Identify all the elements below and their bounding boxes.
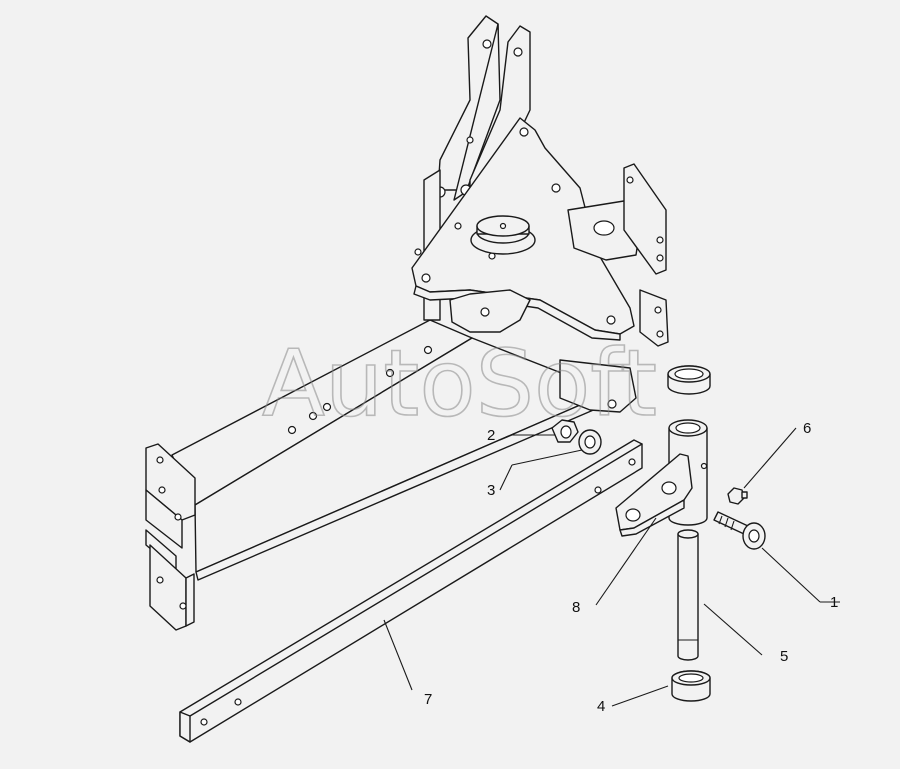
callout-1: 1 <box>830 594 838 611</box>
callout-4: 4 <box>597 698 605 715</box>
bushing-lower <box>671 670 711 702</box>
upper-bracket <box>411 15 641 341</box>
callout-6: 6 <box>803 420 811 437</box>
grease-nipple <box>727 487 748 505</box>
callout-labels: 1 2 3 4 5 6 7 8 <box>424 420 838 715</box>
watermark: AutoSoft <box>262 330 657 437</box>
link-bar <box>179 439 643 743</box>
side-mount-plate <box>623 163 669 347</box>
callout-2: 2 <box>487 427 495 444</box>
callout-3: 3 <box>487 482 495 499</box>
callout-7: 7 <box>424 691 432 708</box>
bolt <box>713 511 766 550</box>
main-beam <box>171 319 637 581</box>
end-plate <box>145 443 196 631</box>
nut <box>551 419 579 443</box>
pin <box>677 529 699 661</box>
bushing-upper <box>667 365 711 395</box>
leader-lines <box>383 427 840 707</box>
callout-5: 5 <box>780 648 788 665</box>
washer <box>578 429 602 455</box>
callout-8: 8 <box>572 599 580 616</box>
lever-sleeve <box>615 419 708 537</box>
